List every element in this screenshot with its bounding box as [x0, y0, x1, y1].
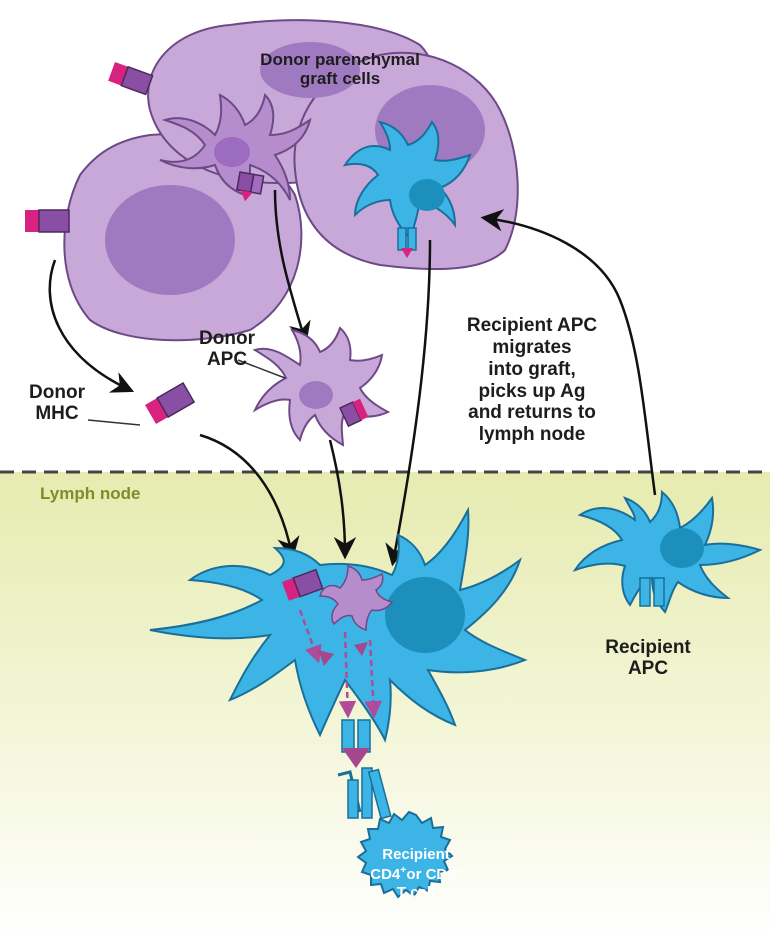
label-lymph-node: Lymph node: [40, 484, 140, 503]
label-line: into graft,: [432, 359, 632, 381]
label-line: Recipient: [356, 846, 476, 864]
label-recipient-apc-migrates: Recipient APC migrates into graft, picks…: [432, 315, 632, 446]
label-line: CD4+or CD8+: [356, 864, 476, 884]
graft-nucleus-left: [105, 185, 235, 295]
label-line: Donor: [194, 328, 260, 349]
donor-mhc-leader: [88, 420, 140, 425]
label-donor-apc: Donor APC: [194, 328, 260, 371]
label-line: lymph node: [432, 424, 632, 446]
label-line: Donor parenchymal: [230, 50, 450, 69]
label-cd4: CD4: [370, 866, 400, 883]
label-recipient-apc: Recipient APC: [600, 637, 696, 680]
graft-mhc-left: [25, 210, 69, 232]
label-recipient-tcell: Recipient CD4+or CD8+ T cell: [356, 846, 476, 902]
donor-apc-in-graft-nucleus: [214, 137, 250, 167]
label-line: MHC: [22, 403, 92, 424]
graft-mhc-top: [108, 62, 152, 94]
donor-apc-nucleus: [299, 381, 333, 409]
label-line: Recipient APC: [432, 315, 632, 337]
label-line: T cell: [356, 884, 476, 902]
label-line: Recipient: [600, 637, 696, 658]
free-donor-mhc: [145, 383, 194, 424]
label-line: migrates: [432, 337, 632, 359]
label-line: APC: [194, 349, 260, 370]
label-donor-mhc: Donor MHC: [22, 382, 92, 425]
label-line: Donor: [22, 382, 92, 403]
label-donor-parenchymal-graft-cells: Donor parenchymal graft cells: [230, 50, 450, 88]
label-line: APC: [600, 658, 696, 679]
recipient-apc-in-graft-nucleus: [409, 179, 445, 211]
label-or-cd8: or CD8: [406, 866, 455, 883]
recipient-apc-lymph-nucleus: [385, 577, 465, 653]
label-line: graft cells: [230, 69, 450, 88]
label-plus: +: [456, 864, 462, 876]
recipient-apc-right-nucleus: [660, 528, 704, 568]
label-line: picks up Ag: [432, 381, 632, 403]
label-line: and returns to: [432, 402, 632, 424]
